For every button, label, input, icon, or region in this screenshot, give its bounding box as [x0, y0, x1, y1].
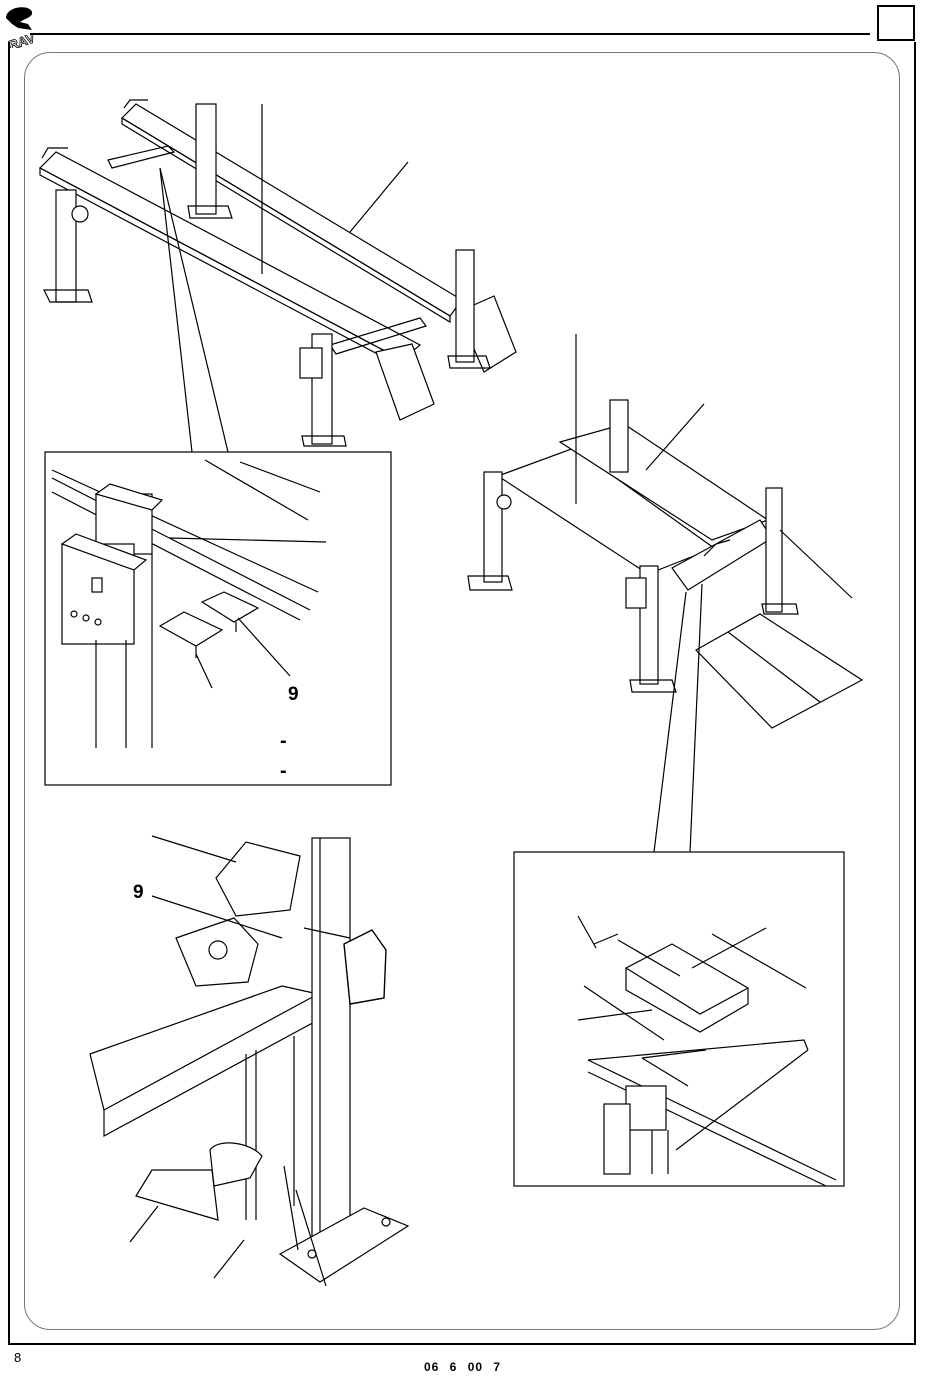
detail-box-b — [514, 852, 844, 1186]
detail-a-dash-1: - — [280, 730, 287, 753]
detail-a-dash-2: - — [280, 760, 287, 783]
document-code: 06 6 00 7 — [424, 1360, 501, 1374]
figure-lift-long-runways — [40, 100, 516, 452]
base-figure-callout: 9 — [133, 882, 144, 904]
page-number: 8 — [14, 1350, 21, 1365]
figure-lift-with-ramp — [468, 334, 862, 852]
detail-a-callout: 9 — [288, 684, 299, 706]
